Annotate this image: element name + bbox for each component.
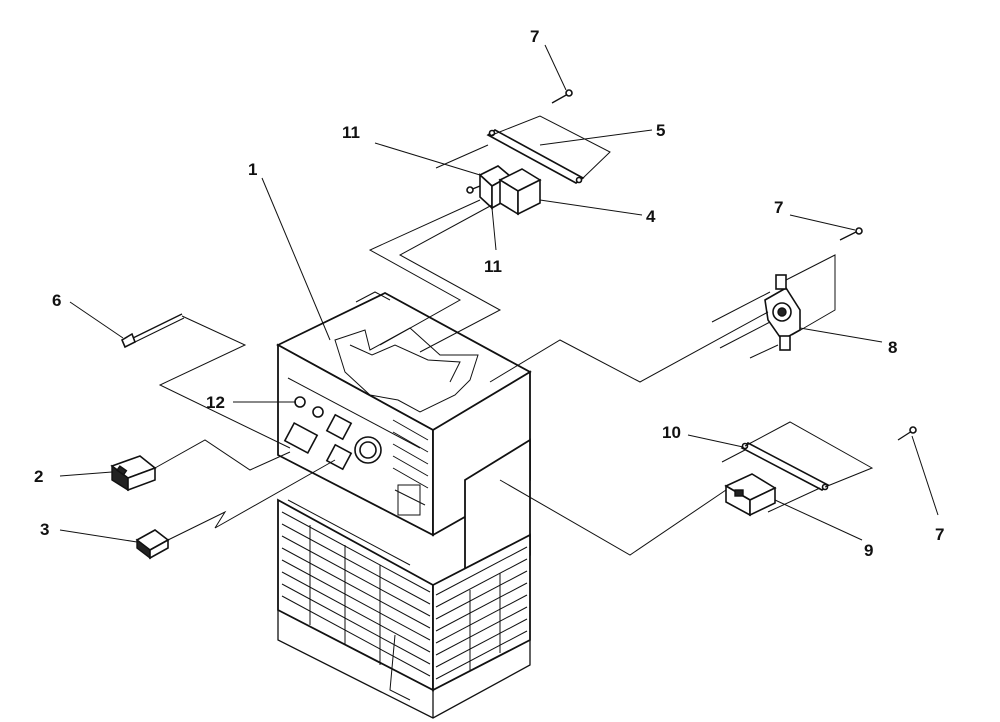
heater-housing <box>276 291 532 719</box>
callout-7-right: 7 <box>774 198 783 217</box>
part-6-screw <box>120 313 185 349</box>
callout-10: 10 <box>662 423 681 442</box>
callout-7-bottom: 7 <box>935 525 944 544</box>
callout-1: 1 <box>248 160 257 179</box>
callout-labels: 1 2 3 4 5 6 7 7 7 8 9 10 11 11 12 <box>34 27 944 560</box>
callout-9: 9 <box>864 541 873 560</box>
part-10-bracket <box>740 442 830 491</box>
wiring-lines <box>154 115 874 556</box>
part-4-transformer <box>466 165 542 216</box>
callout-12: 12 <box>206 393 225 412</box>
part-9-switch-block <box>724 473 777 517</box>
part-2-rocker-switch <box>110 455 157 492</box>
callout-11-bottom: 11 <box>484 257 502 276</box>
leader-lines <box>59 44 939 543</box>
part-7-screw-top <box>551 89 573 104</box>
callout-8: 8 <box>888 338 897 357</box>
callout-4: 4 <box>646 207 656 226</box>
callout-2: 2 <box>34 467 43 486</box>
part-8-thermostat <box>764 274 801 351</box>
part-7-screw-bottom <box>897 426 917 441</box>
part-3-switch <box>135 529 170 560</box>
part-7-screw-right <box>839 227 863 241</box>
callout-6: 6 <box>52 291 61 310</box>
callout-5: 5 <box>656 121 665 140</box>
callout-3: 3 <box>40 520 49 539</box>
callout-7-top: 7 <box>530 27 539 46</box>
callout-11-top: 11 <box>342 123 360 142</box>
